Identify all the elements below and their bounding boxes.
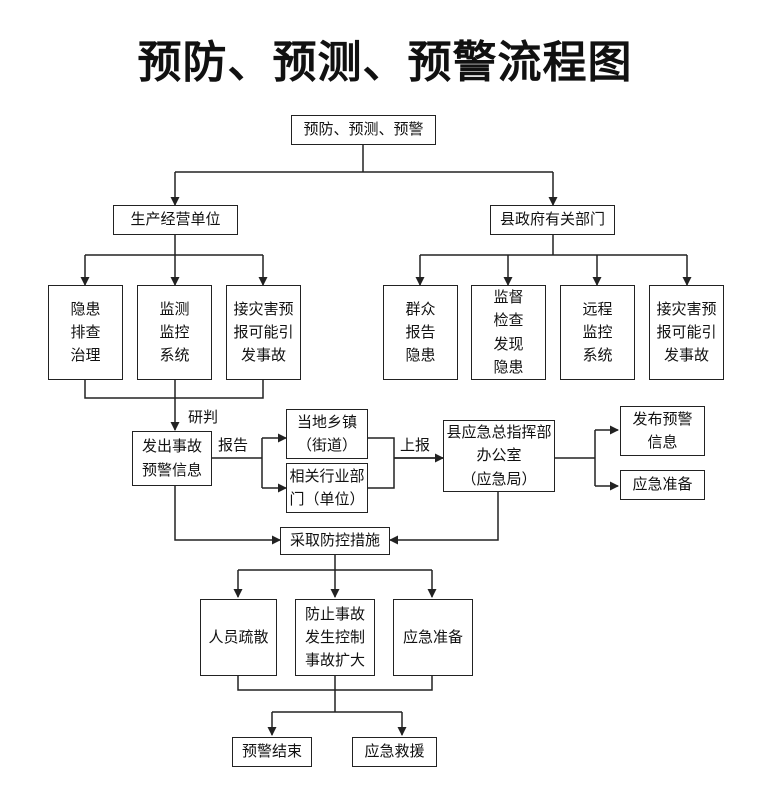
node-hazard: 隐患 排查 治理 [48,285,123,380]
page-title: 预防、预测、预警流程图 [137,37,633,88]
node-evacuate: 人员疏散 [200,599,277,676]
node-town: 当地乡镇 （街道） [286,409,368,459]
edge-label-judge: 研判 [188,408,219,426]
node-disaster-2: 接灾害预 报可能引 发事故 [649,285,724,380]
node-remote: 远程 监控 系统 [560,285,635,380]
node-gov: 县政府有关部门 [490,205,615,235]
node-end: 预警结束 [232,737,312,767]
node-disaster-1: 接灾害预 报可能引 发事故 [226,285,301,380]
node-monitor: 监测 监控 系统 [137,285,212,380]
edge-label-report: 报告 [218,436,249,454]
edge-label-report-up: 上报 [400,436,431,454]
node-supervise: 监督 检查 发现 隐患 [471,285,546,380]
node-industry: 相关行业部 门（单位） [286,463,368,513]
node-warning: 发出事故 预警信息 [132,431,212,486]
node-prepare-2: 应急准备 [393,599,473,676]
node-masses: 群众 报告 隐患 [383,285,458,380]
node-measures: 采取防控措施 [280,527,390,555]
node-prevent: 防止事故 发生控制 事故扩大 [295,599,375,676]
node-producer: 生产经营单位 [113,205,238,235]
node-rescue: 应急救援 [352,737,437,767]
node-root: 预防、预测、预警 [291,115,436,145]
node-prepare-1: 应急准备 [620,470,705,500]
node-publish: 发布预警 信息 [620,406,705,456]
node-command: 县应急总指挥部 办公室 （应急局） [443,420,555,492]
